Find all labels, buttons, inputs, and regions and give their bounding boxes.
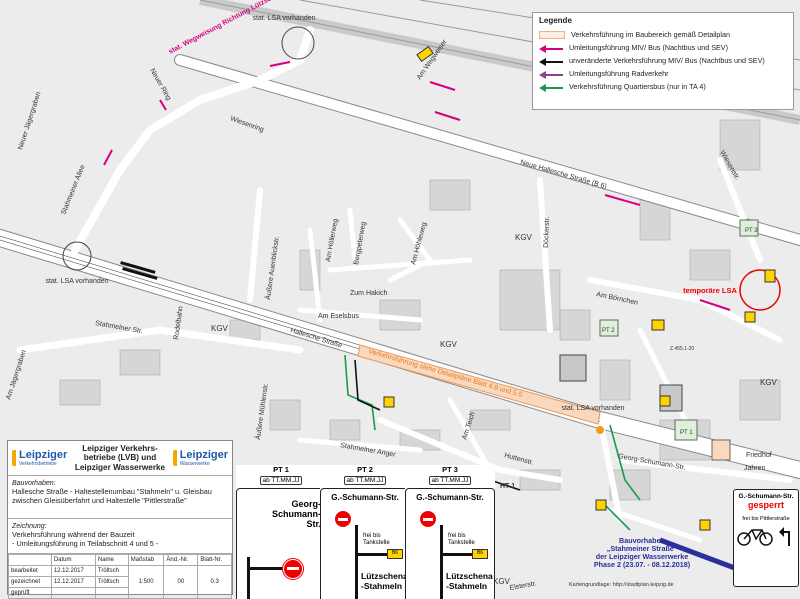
sign-pt1: PT 1 ab TT.MM.JJ Georg-Schumann-Str. [236,465,326,599]
label-jahren: Jahren [744,465,766,472]
zeichnung-section: Zeichnung: Verkehrsführung während der B… [8,519,232,554]
pt3-marker: PT 3 [745,228,758,234]
kgv-4: KGV [493,577,511,586]
legend-item-label: unveränderte Verkehrsführung MIV/ Bus (N… [569,56,765,65]
bus-routes [344,354,741,573]
kgv-5: KGV [760,378,778,387]
zp-label: Z.455.1-20 [670,346,694,352]
sign-pt1-board: Georg-Schumann-Str. [236,488,326,599]
lsa-left-label: stat. LSA vorhanden [45,278,108,285]
bauvorhaben-label: Bauvorhaben „Stahmeiner Straße" der Leip… [593,536,691,569]
closure-barriers [120,261,158,280]
organisation-name: Leipziger Verkehrs-betriebe (LVB) und Le… [74,443,166,472]
legend: Legende Verkehrsführung im Baubereich ge… [532,12,794,110]
zeichnung-sub: - Umleitungsführung in Teilabschnitt 4 u… [12,539,159,548]
street-elsterstr: Elsterstr. [509,580,537,592]
legend-arrow-icon [539,57,563,66]
sign-pt3: PT 3 ab TT.MM.JJ G.-Schumann-Str. frei b… [405,465,495,599]
aend-cell: 00 [163,565,199,599]
kgv-3: KGV [440,340,458,349]
legend-item: Umleitungsführung MIV/ Bus (Nachtbus und… [539,41,787,54]
legend-item: Verkehrsführung im Baubereich gemäß Deta… [539,28,787,41]
legend-item: unveränderte Verkehrsführung MIV/ Bus (N… [539,54,787,67]
lsa-top-label: stat. LSA vorhanden [252,15,315,22]
pt2-marker: PT 2 [602,328,615,334]
sign-pt2-board: G.-Schumann-Str. frei bis Tankstelle B6 … [320,488,410,599]
legend-box-swatch [539,30,565,39]
scale-cell: 1:500 [127,565,165,599]
revision-table: Datum Name Maßstab Änd.-Nr. Blatt-Nr. be… [8,554,232,599]
legend-item-label: Verkehrsführung im Baubereich gemäß Deta… [571,30,731,39]
legend-item-label: Umleitungsführung Radverkehr [569,69,669,78]
kgv-1: KGV [211,324,229,333]
legend-title: Legende [539,16,572,25]
legend-item: Umleitungsführung Radverkehr [539,67,787,80]
legend-arrow-icon [539,44,563,53]
map-credit: Kartengrundlage: http://stadtplan.leipzi… [569,582,674,588]
ht1-label: HT 1 [500,483,515,490]
temp-lsa-label: temporäre LSA [683,286,737,295]
sign-pt3-board: G.-Schumann-Str. frei bis Tankstelle B6 … [405,488,495,599]
legend-item: Verkehrsführung Quartiersbus (nur in TA … [539,80,787,93]
pt1-marker: PT 1 [680,430,693,436]
legend-arrow-icon [539,70,563,79]
legend-item-label: Umleitungsführung MIV/ Bus (Nachtbus und… [569,43,728,52]
street-rodelbahn: Rodelbahn [173,306,185,341]
lsa-mid-label: stat. LSA vorhanden [561,405,624,412]
bauvorhaben-section: Bauvorhaben: Hallesche Straße - Halteste… [8,476,232,519]
streets [0,26,800,543]
zeichnung-label: Zeichnung: [12,523,47,530]
label-friedhof: Friedhof [746,452,772,459]
turn-left-arrow-icon [778,527,790,546]
sign-pt2: PT 2 ab TT.MM.JJ G.-Schumann-Str. frei b… [320,465,410,599]
detour-arrows [103,61,731,311]
bicycle-icon [737,529,773,546]
blatt-cell: 0.3 [197,565,232,599]
street-am-eselsbus: Am Eselsbus [318,313,359,320]
construction-zone [357,344,601,425]
street-zum-hakich: Zum Hakich [350,290,387,297]
bauvorhaben-label: Bauvorhaben: [12,480,56,487]
street-doeckerstr: Döckerstr. [543,216,551,248]
bauvorhaben-text: Hallesche Straße - Haltestellenumbau "St… [12,487,212,505]
zeichnung-text: Verkehrsführung während der Bauzeit [12,530,135,539]
kgv-2: KGV [515,233,533,242]
legend-items: Verkehrsführung im Baubereich gemäß Deta… [539,28,787,93]
lsa-circles [62,26,781,311]
plan-markers [383,46,776,531]
legend-item-label: Verkehrsführung Quartiersbus (nur in TA … [569,82,706,91]
legend-arrow-icon [539,83,563,92]
closed-street-sign: G.-Schumann-Str. gesperrt frei bis Pittl… [733,489,799,587]
